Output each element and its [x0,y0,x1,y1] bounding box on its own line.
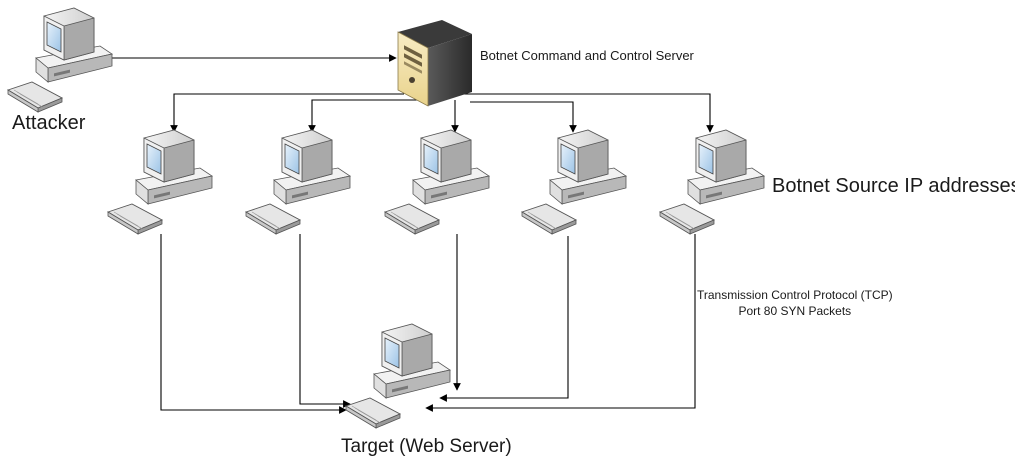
target-label: Target (Web Server) [341,436,512,457]
connection-lines [112,54,714,414]
desktop-computer-icon [658,129,766,235]
cnc-to-bot1-arrow [170,93,404,133]
bot1-to-target-arrow [160,234,347,414]
desktop-computer-icon [344,323,452,429]
desktop-computer-icon [244,129,352,235]
bot4-to-target-arrow [439,236,569,402]
bot5-to-target-arrow [425,234,696,412]
cnc-to-bot5-arrow [462,93,714,133]
desktop-computer-icon [6,7,114,113]
tcp-syn-label-line1: Transmission Control Protocol (TCP) [697,288,893,302]
tower-server-icon [397,20,472,107]
bot2-to-target-arrow [299,234,351,408]
botnet-sources-label: Botnet Source IP addresses [772,175,1015,197]
tcp-syn-label-line2: Port 80 SYN Packets [738,304,852,318]
desktop-computer-icon [383,129,491,235]
cnc-to-bot4-arrow [470,101,577,133]
attacker-label: Attacker [12,112,86,134]
cnc-server-label: Botnet Command and Control Server [480,48,694,63]
desktop-computer-icon [520,129,628,235]
desktop-computer-icon [106,129,214,235]
tcp-syn-label: Transmission Control Protocol (TCP) Port… [697,287,893,319]
cnc-to-bot2-arrow [308,99,418,133]
